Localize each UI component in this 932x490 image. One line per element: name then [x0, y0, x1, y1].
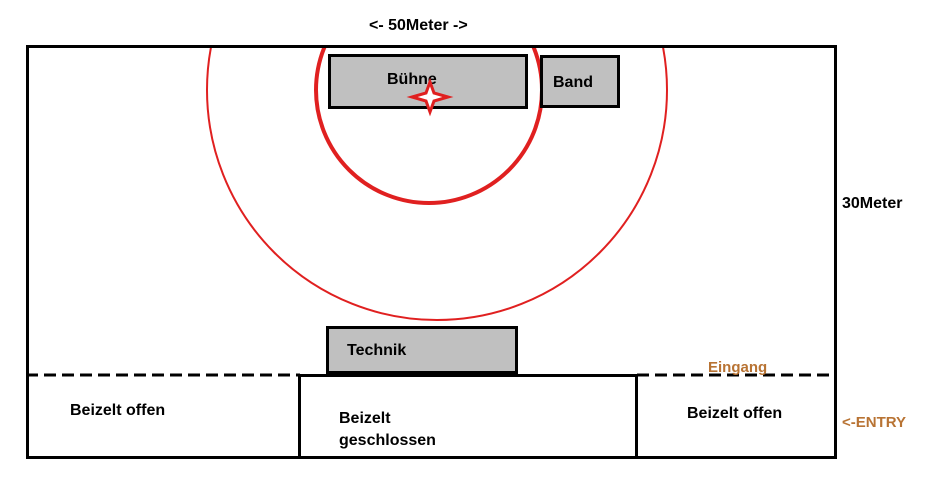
outer-range-circle — [206, 48, 668, 321]
width-dimension-label: <- 50Meter -> — [369, 17, 468, 34]
entrance-label: Eingang — [708, 359, 768, 376]
tech-block: Technik — [326, 326, 518, 374]
band-label: Band — [553, 74, 593, 91]
tent-middle-label-line1: Beizelt — [339, 410, 391, 427]
tent-right-label: Beizelt offen — [687, 405, 783, 422]
band-block: Band — [540, 55, 620, 108]
entry-label: <-ENTRY — [842, 414, 907, 431]
tent-middle: Beizelt geschlossen — [298, 374, 638, 459]
tech-label: Technik — [347, 342, 407, 359]
tent-middle-label-line2: geschlossen — [339, 432, 436, 449]
tent-left-label: Beizelt offen — [70, 402, 166, 419]
stage-label: Bühne — [387, 71, 437, 88]
stage-block: Bühne — [328, 54, 528, 109]
height-dimension-label: 30Meter — [842, 195, 903, 212]
